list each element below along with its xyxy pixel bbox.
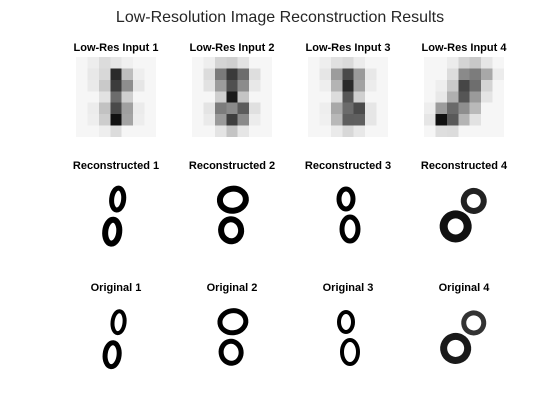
- reconstructed-image-2: [192, 175, 272, 255]
- panel-title: Reconstructed 4: [420, 160, 508, 172]
- original-image-3: [308, 297, 388, 377]
- panel-title: Original 1: [90, 282, 142, 294]
- reconstructed-image-1: [76, 175, 156, 255]
- panel-title: Original 4: [438, 282, 490, 294]
- panel-title: Original 2: [206, 282, 258, 294]
- panel-title: Low-Res Input 1: [73, 42, 159, 54]
- panel-title: Reconstructed 1: [72, 160, 160, 172]
- figure-title: Low-Resolution Image Reconstruction Resu…: [115, 9, 445, 26]
- original-image-4: [424, 297, 504, 377]
- low-res-image-4: [424, 57, 504, 137]
- low-res-image-3: [308, 57, 388, 137]
- panel-title: Low-Res Input 4: [421, 42, 507, 54]
- panel-title: Original 3: [322, 282, 374, 294]
- reconstructed-image-4: [424, 175, 504, 255]
- panel-title: Low-Res Input 3: [305, 42, 391, 54]
- panel-title: Reconstructed 2: [188, 160, 276, 172]
- reconstructed-image-3: [308, 175, 388, 255]
- panel-title: Low-Res Input 2: [189, 42, 275, 54]
- low-res-image-1: [76, 57, 156, 137]
- original-image-2: [192, 297, 272, 377]
- original-image-1: [76, 297, 156, 377]
- low-res-image-2: [192, 57, 272, 137]
- panel-title: Reconstructed 3: [304, 160, 392, 172]
